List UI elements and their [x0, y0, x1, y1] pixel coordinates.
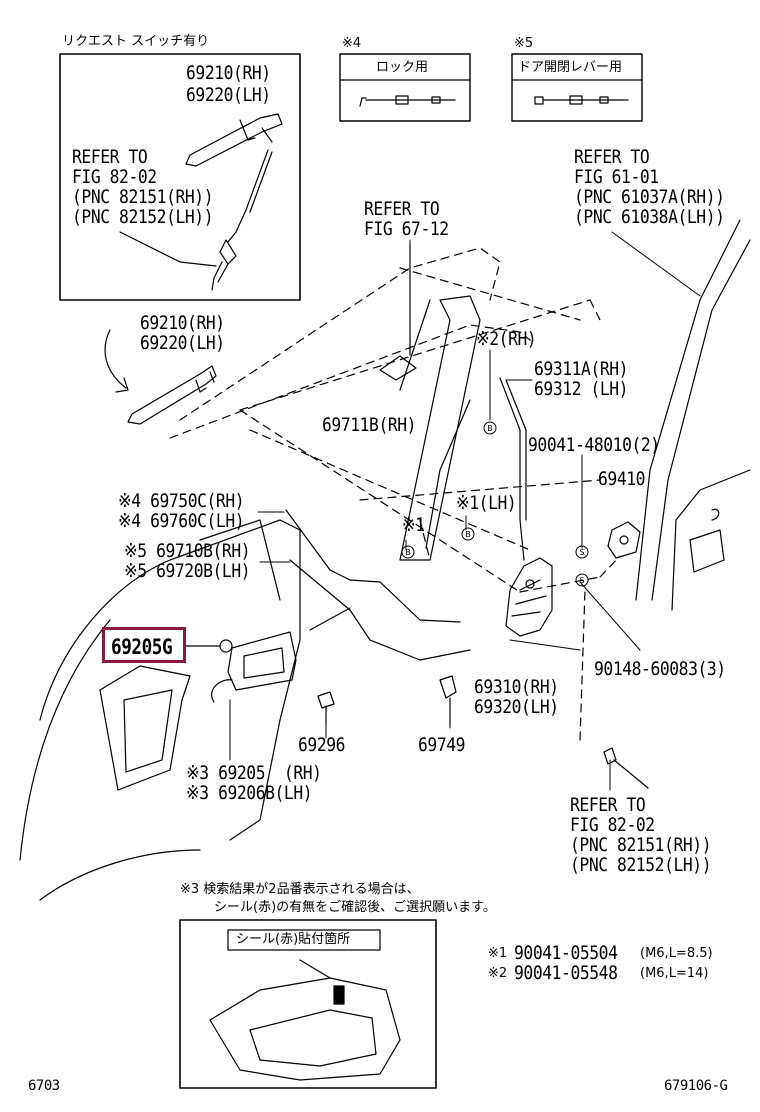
part-69749-label: 69749 — [418, 734, 466, 756]
inset-refer-2: FIG 82-02 — [72, 166, 157, 188]
inset-box — [59, 53, 301, 301]
screw1-number: 90041-05504 — [514, 942, 618, 964]
inset-refer-1: REFER TO — [72, 146, 148, 168]
refer-82-02-4: (PNC 82152(LH)) — [570, 854, 712, 876]
striker-icon — [607, 521, 641, 559]
inset-refer-4: (PNC 82152(LH)) — [72, 206, 214, 228]
clip-69749-icon — [439, 675, 457, 727]
inner-69205-label: ※3 69205 (RH) — [186, 762, 322, 784]
clip-69296-icon — [317, 691, 335, 725]
note3-line1: ※3 検索結果が2品番表示される場合は、 — [180, 882, 420, 897]
refer-61-01-4: (PNC 61038A(LH)) — [574, 206, 725, 228]
handle-label-lh: 69220(LH) — [140, 332, 225, 354]
refer-82-02-1: REFER TO — [570, 794, 646, 816]
note5-mark: ※5 — [514, 36, 534, 51]
lock-rods — [425, 377, 527, 561]
highlight-69205g-label: 69205G — [111, 635, 173, 659]
footer-left-code: 6703 — [28, 1078, 60, 1094]
retainer-icon — [219, 639, 233, 653]
door-lock-icon — [505, 557, 553, 637]
screw2-number: 90041-05548 — [514, 962, 618, 984]
rod-69711-label: 69711B(RH) — [322, 414, 417, 436]
inset-part-lh: 69220(LH) — [186, 84, 271, 106]
screw1-spec: (M6,L=8.5) — [640, 946, 713, 961]
screw-60083-label: 90148-60083(3) — [594, 658, 726, 680]
footer-right-code: 679106-G — [664, 1078, 728, 1094]
refer-61-01-1: REFER TO — [574, 146, 650, 168]
refer-82-02-3: (PNC 82151(RH)) — [570, 834, 712, 856]
door-inner-panel — [19, 519, 301, 901]
screw1-mark: ※1 — [488, 946, 508, 961]
callout-b-1: B — [487, 424, 493, 433]
screw2-mark: ※2 — [488, 966, 508, 981]
note5-box — [511, 53, 643, 122]
lock-69320-label: 69320(LH) — [474, 696, 559, 718]
inner-69206-label: ※3 69206B(LH) — [186, 782, 313, 804]
part-69410-label: 69410 — [598, 468, 646, 490]
note4-box — [339, 53, 471, 122]
cable-69750-label: ※4 69750C(RH) — [118, 490, 245, 512]
screw-48010-label: 90041-48010(2) — [528, 434, 660, 456]
refer-67-12-2: FIG 67-12 — [364, 218, 449, 240]
callout-s-2: S — [579, 576, 584, 585]
note3-line2: シール(赤)の有無をご確認後、ご選択願います。 — [214, 900, 496, 915]
mark-1-lh: ※1(LH) — [456, 492, 517, 514]
lever-cable-icon — [534, 95, 629, 105]
refer-82-02-2: FIG 82-02 — [570, 814, 655, 836]
cables — [285, 509, 471, 661]
callout-b-3: B — [405, 548, 411, 557]
inside-handle-icon — [211, 631, 297, 703]
outside-handle-icon — [127, 365, 217, 425]
inset-part-rh: 69210(RH) — [186, 62, 271, 84]
refer-61-01-2: FIG 61-01 — [574, 166, 659, 188]
rod-rh-mark: ※2(RH) — [476, 328, 537, 350]
part-69296-label: 69296 — [298, 734, 346, 756]
refer-67-12-1: REFER TO — [364, 198, 440, 220]
curved-arrow-icon — [104, 329, 127, 389]
highlight-69205g-box: 69205G — [102, 627, 186, 663]
request-switch-label: リクエスト スイッチ有り — [62, 34, 210, 49]
callout-s-1: S — [579, 548, 584, 557]
mark-1: ※1 — [402, 514, 425, 536]
refer-61-01-3: (PNC 61037A(RH)) — [574, 186, 725, 208]
seal-handle-detail-icon — [209, 959, 401, 1081]
rod-69311-label: 69311A(RH) — [534, 358, 629, 380]
seal-detail-box — [179, 919, 437, 1089]
body-pillar — [635, 219, 751, 611]
door-outline — [169, 247, 621, 741]
rod-69312-label: 69312 (LH) — [534, 378, 629, 400]
cable-69720-label: ※5 69720B(LH) — [124, 560, 251, 582]
callout-circles — [401, 421, 589, 587]
note4-mark: ※4 — [342, 36, 362, 51]
handle-label-rh: 69210(RH) — [140, 312, 225, 334]
note5-label: ドア開閉レバー用 — [518, 60, 623, 75]
leader-lines — [229, 231, 701, 791]
note4-label: ロック用 — [376, 60, 429, 75]
cable-69710-label: ※5 69710B(RH) — [124, 540, 251, 562]
lock-69310-label: 69310(RH) — [474, 676, 559, 698]
connector-icon — [603, 747, 649, 789]
seal-label-box — [227, 929, 381, 951]
callout-b-2: B — [465, 530, 471, 539]
screw2-spec: (M6,L=14) — [640, 966, 709, 981]
inset-refer-3: (PNC 82151(RH)) — [72, 186, 214, 208]
cable-69760-label: ※4 69760C(LH) — [118, 510, 245, 532]
lock-cable-icon — [359, 95, 456, 107]
inset-outside-handle-icon — [119, 113, 283, 291]
seal-label: シール(赤)貼付箇所 — [236, 932, 351, 947]
